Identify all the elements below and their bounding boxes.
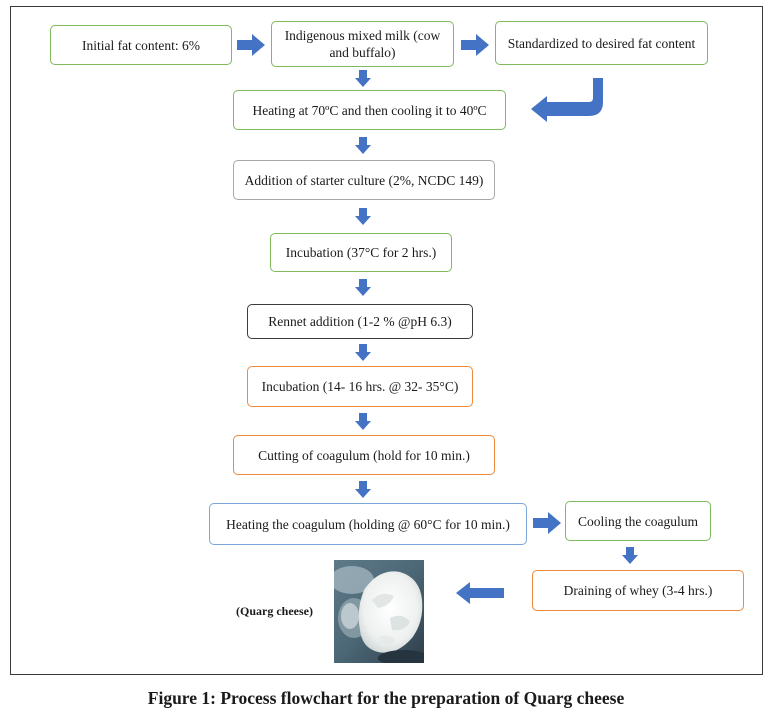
step-incubation-1-label: Incubation (37°C for 2 hrs.) — [285, 245, 437, 260]
step-mixed-milk-label: Indigenous mixed milk (cow and buffalo) — [284, 28, 441, 60]
step-draining-whey: Draining of whey (3-4 hrs.) — [532, 570, 744, 611]
step-rennet-addition-label: Rennet addition (1-2 % @pH 6.3) — [268, 314, 452, 329]
step-heating-coagulum: Heating the coagulum (holding @ 60°C for… — [209, 503, 527, 545]
arrow-down-milk — [355, 70, 371, 87]
step-cooling-coagulum: Cooling the coagulum — [565, 501, 711, 541]
step-standardized: Standardized to desired fat content — [495, 21, 708, 65]
arrow-right-1 — [237, 34, 265, 56]
step-incubation-2: Incubation (14- 16 hrs. @ 32- 35°C) — [247, 366, 473, 407]
step-initial-fat-label: Initial fat content: 6% — [81, 37, 201, 53]
step-draining-whey-label: Draining of whey (3-4 hrs.) — [563, 583, 713, 598]
arrow-down-3 — [355, 279, 371, 296]
arrow-down-5 — [355, 413, 371, 430]
step-initial-fat: Initial fat content: 6% — [50, 25, 232, 65]
arrow-down-cooling — [622, 547, 638, 564]
step-incubation-2-label: Incubation (14- 16 hrs. @ 32- 35°C) — [261, 379, 459, 394]
arrow-down-1 — [355, 137, 371, 154]
arrow-down-4 — [355, 344, 371, 361]
step-mixed-milk: Indigenous mixed milk (cow and buffalo) — [271, 21, 454, 67]
diagram-frame — [10, 6, 763, 675]
step-cutting-coagulum-label: Cutting of coagulum (hold for 10 min.) — [258, 447, 470, 463]
arrow-right-3 — [533, 512, 561, 534]
step-rennet-addition: Rennet addition (1-2 % @pH 6.3) — [247, 304, 473, 339]
quarg-cheese-photo — [334, 560, 424, 663]
arrow-down-6 — [355, 481, 371, 498]
step-incubation-1: Incubation (37°C for 2 hrs.) — [270, 233, 452, 272]
figure-caption: Figure 1: Process flowchart for the prep… — [147, 688, 625, 708]
step-starter-culture-label: Addition of starter culture (2%, NCDC 14… — [244, 172, 484, 188]
step-standardized-label: Standardized to desired fat content — [507, 35, 696, 51]
step-heating-coagulum-label: Heating the coagulum (holding @ 60°C for… — [226, 516, 510, 532]
arrow-uturn-return — [531, 78, 603, 122]
step-heating: Heating at 70ºC and then cooling it to 4… — [233, 90, 506, 130]
product-label: (Quarg cheese) — [236, 604, 313, 618]
step-starter-culture: Addition of starter culture (2%, NCDC 14… — [233, 160, 495, 200]
arrow-down-2 — [355, 208, 371, 225]
arrow-right-2 — [461, 34, 489, 56]
arrow-left-product — [456, 582, 504, 604]
step-cooling-coagulum-label: Cooling the coagulum — [578, 513, 698, 529]
step-cutting-coagulum: Cutting of coagulum (hold for 10 min.) — [233, 435, 495, 475]
step-heating-label: Heating at 70ºC and then cooling it to 4… — [252, 102, 487, 118]
